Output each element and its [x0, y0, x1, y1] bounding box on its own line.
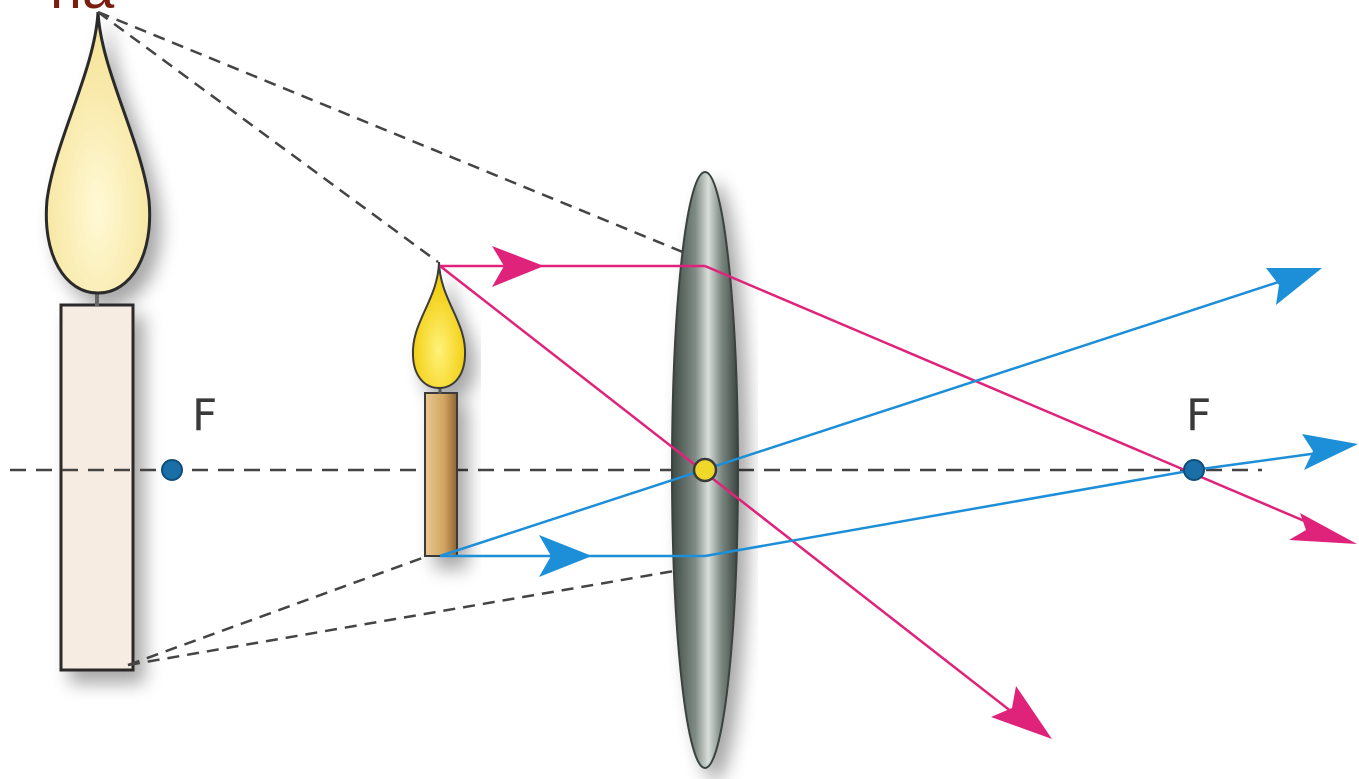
page-heading-fragment: на	[50, 0, 114, 18]
focus-point-right	[1183, 459, 1205, 481]
optical-center-point	[692, 457, 718, 483]
focus-label-left: F	[192, 390, 218, 441]
blue-arrowheads	[539, 268, 1358, 577]
focus-label-right: F	[1186, 390, 1212, 441]
blue-arrow-parallel	[539, 535, 592, 577]
pink-arrow-center	[991, 686, 1052, 739]
blue-arrow-center	[1266, 268, 1322, 305]
blue-arrow-axis	[1302, 434, 1358, 470]
focus-point-left	[161, 459, 183, 481]
pink-rays	[439, 264, 1336, 731]
virtual-ray-extensions	[97, 10, 691, 667]
large-candle-image	[44, 11, 152, 672]
pink-arrowheads	[492, 246, 1357, 739]
pink-arrow-refracted	[1289, 513, 1357, 544]
pink-arrow-parallel	[492, 246, 544, 287]
small-candle-object	[411, 261, 467, 557]
